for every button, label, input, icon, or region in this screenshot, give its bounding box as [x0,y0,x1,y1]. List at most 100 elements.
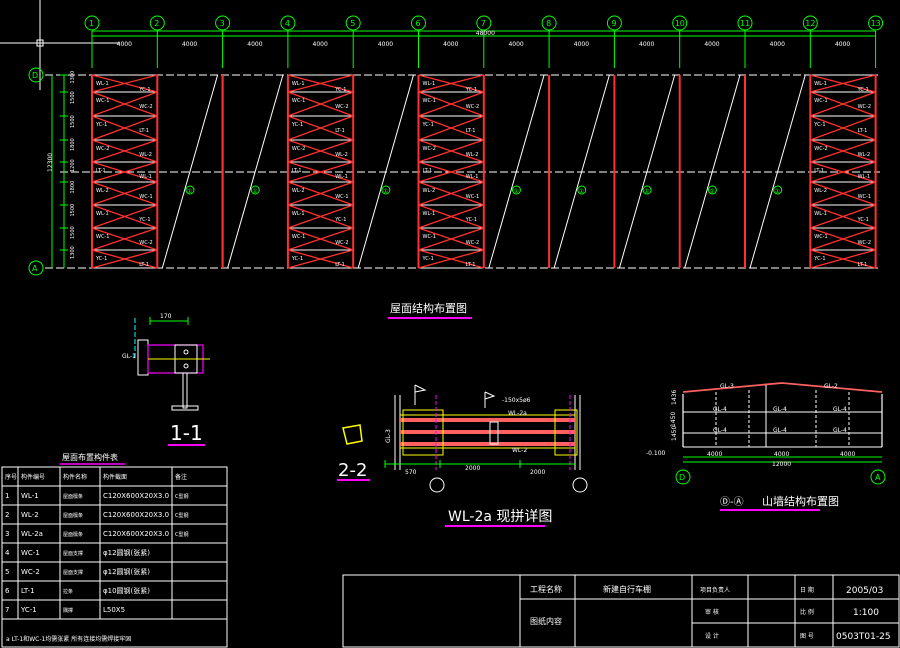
member-label: WC-1 [858,194,871,200]
brace-diagonal [418,74,484,93]
brace-diagonal [91,249,158,269]
bay-mark [381,185,391,195]
axis-bubble-1 [84,15,100,31]
left-dim-value: 1300 [70,246,76,259]
table-cell: φ12圆钢(张紧) [103,567,150,576]
brace-diagonal [287,139,354,163]
member-label: LT-1 [292,168,302,174]
section-2-2-title: 2-2 [338,460,367,481]
bay-mark-label: ① [513,188,518,195]
member-label: YC-1 [291,256,303,262]
member-label: WC-1 [96,98,109,104]
table-cell: 2 [5,511,9,519]
member-label: YC-1 [813,122,825,128]
brace-diagonal [418,91,485,117]
table-header-cell: 构件截面 [103,473,127,481]
axis-bubble-11 [737,15,753,31]
tb-review-label: 审 核 [705,608,719,616]
wl2a-bolt-note: -150x5ø6 [502,397,531,404]
member-label: WC-2 [139,240,152,246]
wl2a-dim-2: 2000 [465,465,480,472]
brace-diagonal [418,115,485,141]
wl2a-dim-1: 570 [405,469,417,476]
member-label: YC-1 [291,122,303,128]
left-dim-total: 12300 [47,153,54,172]
cad-crosshair-cursor[interactable] [0,0,120,90]
member-label: WC-2 [139,104,152,110]
brace-diagonal [418,227,485,251]
member-label: LT-1 [423,168,433,174]
top-dim-value: 4000 [508,41,523,48]
axis-label-7: 7 [481,19,486,28]
axis-label-4: 4 [285,19,290,28]
wl2a-splice-detail: -150x5ø6 WL-2a WL-2 GL-3 570 2000 2000 W… [384,384,588,527]
member-label: WL-1 [814,81,827,87]
member-label: WL-1 [96,81,109,87]
axis-bubble-12 [802,15,818,31]
table-cell: C型钢 [175,531,189,538]
member-label: YC-1 [95,122,107,128]
tie-rod-diagonal [161,74,219,269]
row-label-D: D [32,71,38,80]
brace-diagonal [91,74,158,93]
axis-label-10: 10 [675,19,685,28]
top-dim-value: 4000 [704,41,719,48]
table-cell: C型钢 [175,493,189,500]
member-label: LT-1 [96,168,106,174]
member-label: LT-1 [466,262,476,268]
member-label: YC-1 [334,87,346,93]
member-label: LT-1 [814,168,824,174]
member-label: WC-2 [292,146,305,152]
tie-rod-diagonal [357,74,414,269]
member-label: YC-1 [813,256,825,262]
top-dim-value: 4000 [378,41,393,48]
member-label: LT-1 [466,128,476,134]
table-cell: WC-2 [21,568,40,576]
brace-diagonal [91,161,158,183]
table-cell: C型钢 [175,512,189,519]
member-label: WL-1 [335,174,348,180]
member-label: WL-1 [96,211,109,217]
table-cell: YC-1 [20,606,37,614]
brace-diagonal [810,74,876,93]
table-cell: C120X600X20X3.0 [103,492,169,500]
brace-diagonal [91,139,158,163]
member-label: WC-1 [292,98,305,104]
member-label: LT-1 [335,262,345,268]
table-cell: C120X600X20X3.0 [103,511,169,519]
tb-content-label: 图纸内容 [530,616,562,626]
bay-mark [642,185,652,195]
member-label: WL-1 [139,174,152,180]
left-dim-value: 1500 [70,91,76,104]
member-label: YC-1 [422,256,434,262]
top-dim-value: 4000 [835,41,850,48]
member-label: YC-1 [857,87,869,93]
table-cell: 隅撑 [63,607,73,614]
table-cell: 屋面支撑 [63,569,83,576]
member-label: YC-1 [95,256,107,262]
member-label: LT-1 [858,128,868,134]
table-cell: φ10圆钢(张紧) [103,586,150,595]
left-dim-value: 1200 [70,159,76,172]
gable-gl4-2: GL-4 [773,406,787,413]
member-label: WC-1 [466,194,479,200]
detail11-dim: 170 [160,313,172,320]
member-label: WC-2 [858,104,871,110]
bay-mark [250,185,260,195]
member-label: WL-1 [292,211,305,217]
axis-label-3: 3 [220,19,225,28]
bay-mark-label: ① [644,188,649,195]
brace-diagonal [418,139,485,163]
member-label: YC-1 [465,217,477,223]
axis-bubble-4 [280,15,296,31]
brace-diagonal [418,249,484,269]
tie-rod-diagonal [553,74,610,269]
tie-rod-diagonal [488,74,545,269]
brace-diagonal [91,91,158,117]
table-cell: 3 [5,530,9,538]
table-cell: 7 [5,606,9,614]
table-cell: 屋面檩条 [63,512,83,519]
